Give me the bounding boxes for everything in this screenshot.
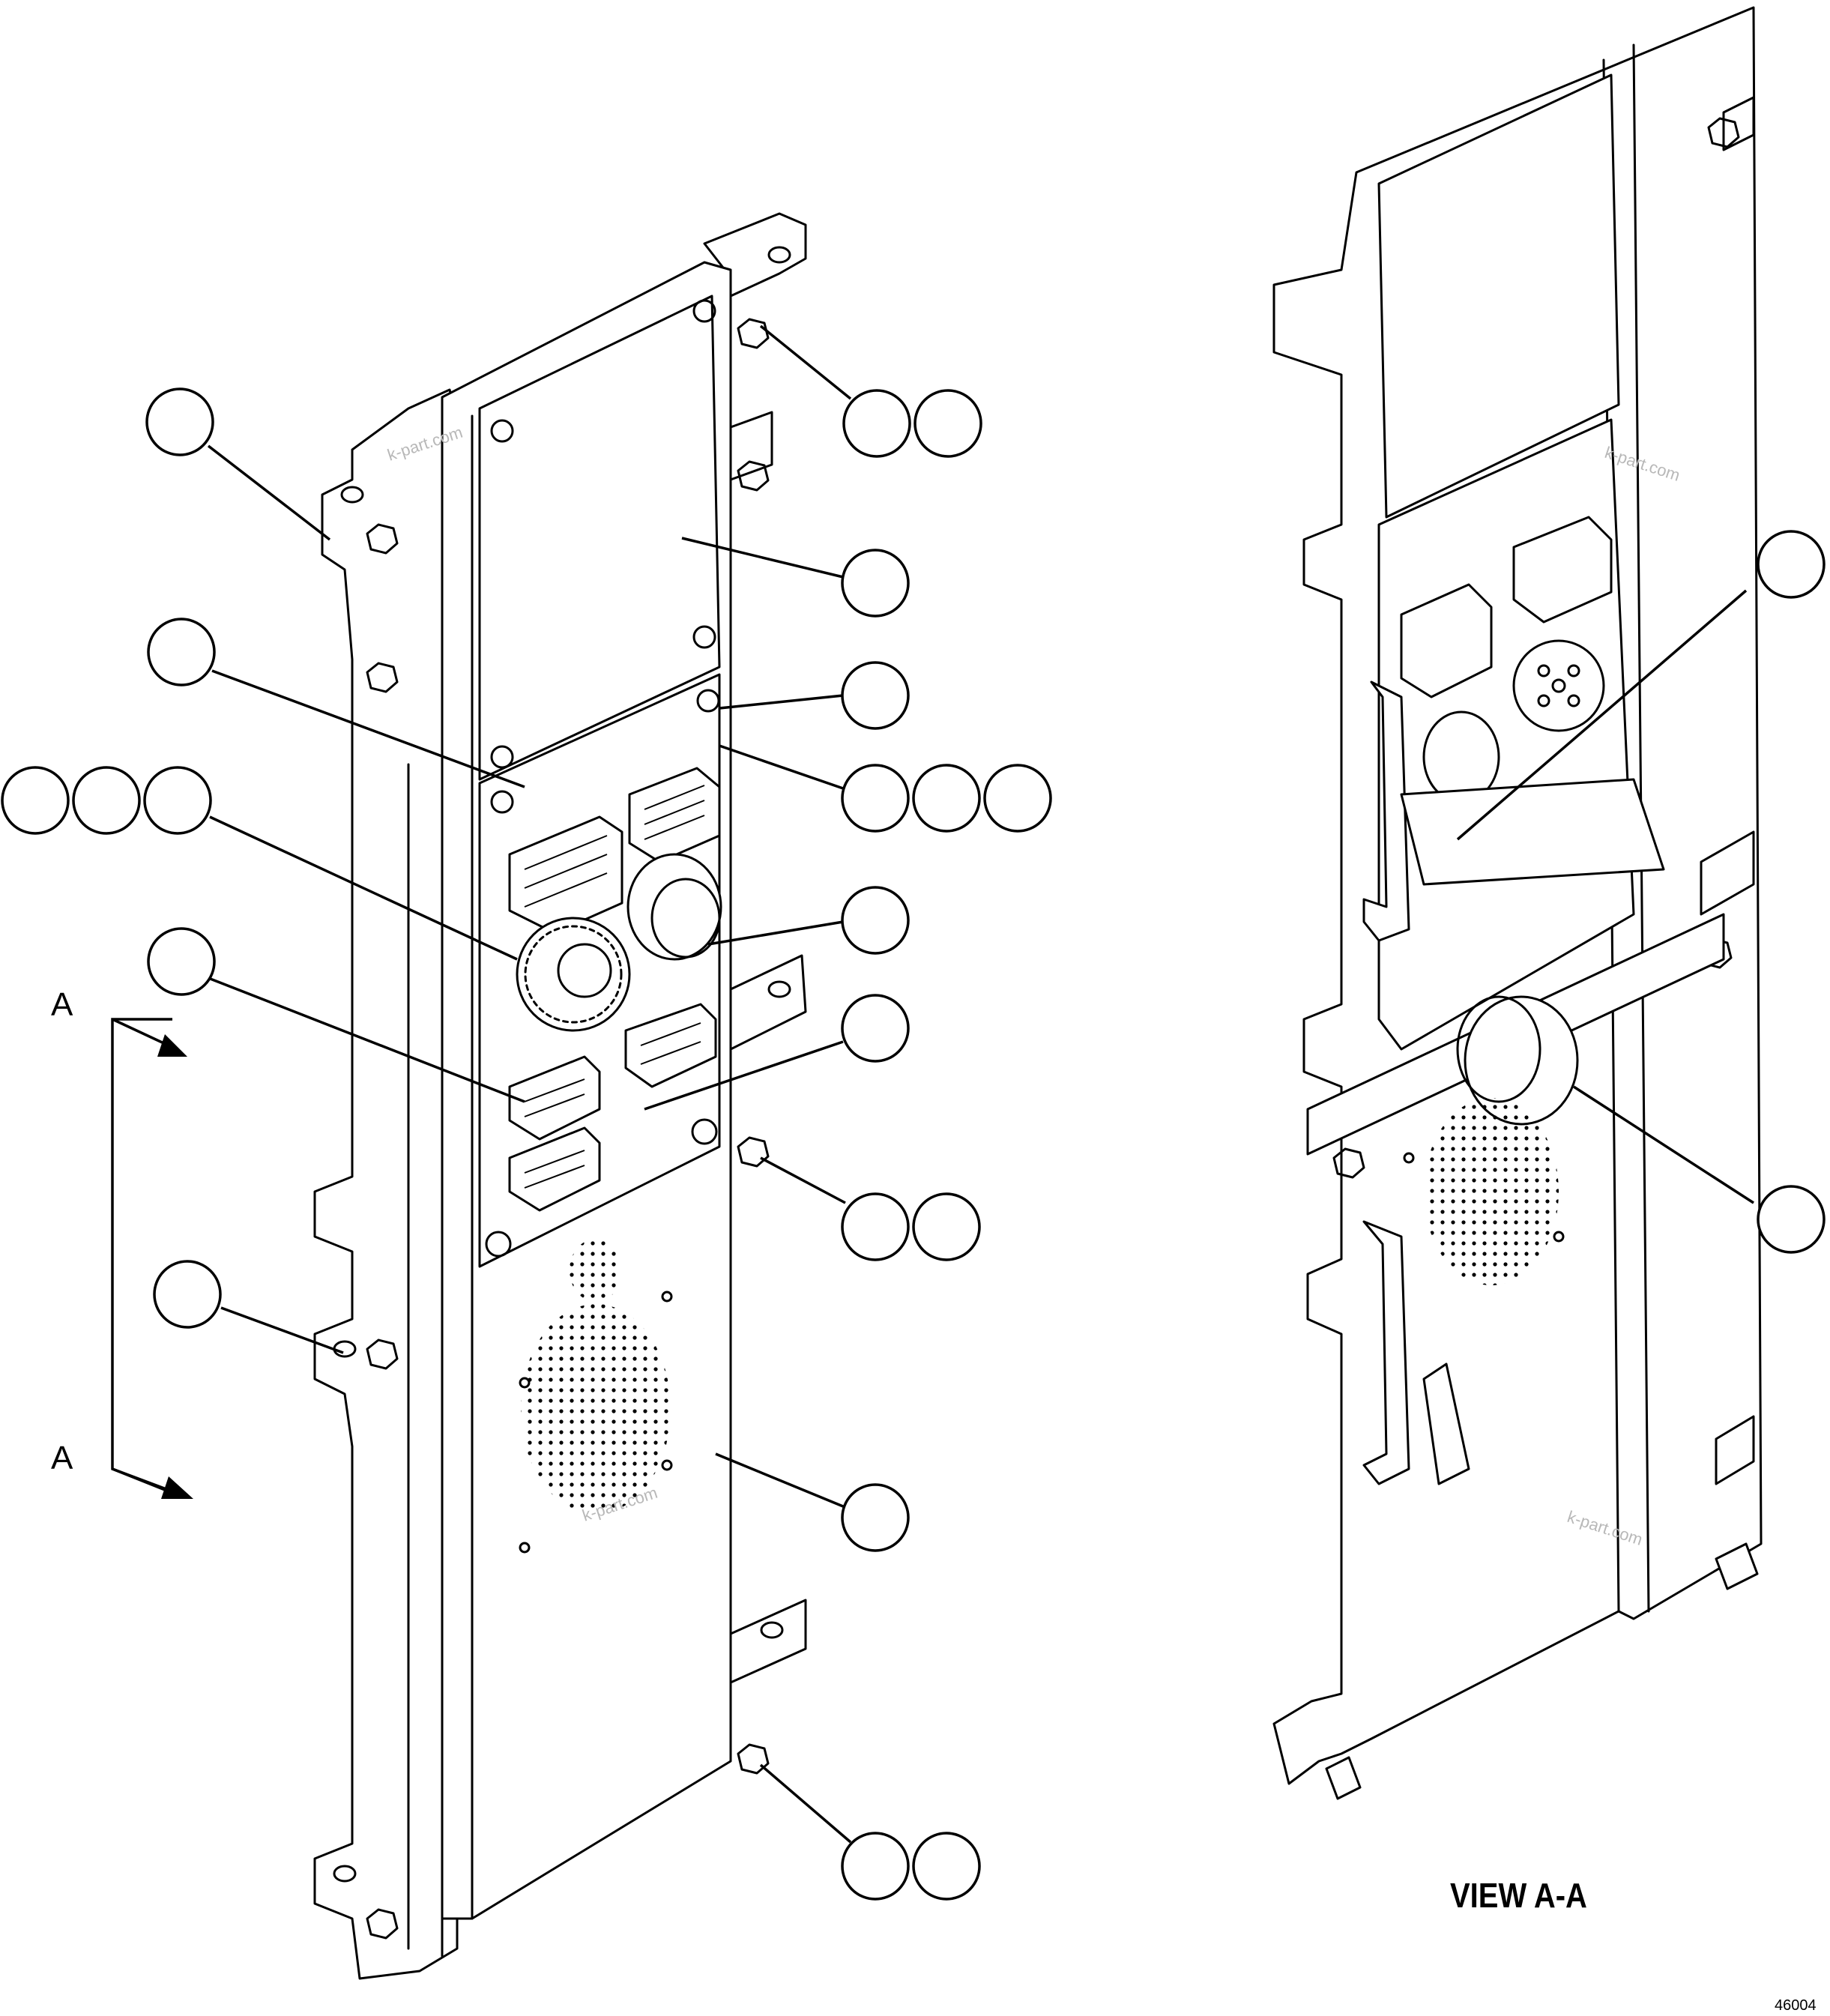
rear-view-assembly [1272,6,1763,1800]
left-mounting-bracket [313,388,459,1980]
d-sub-connector-lower-1 [508,1055,601,1141]
d-sub-connector-lower-2 [508,1126,601,1212]
callout-7 [1,766,70,835]
rear-connector-block [1400,583,1493,698]
callout-2 [759,325,911,458]
rear-relay-box [1512,516,1613,624]
callout-13 [707,886,910,955]
callout-6 [719,661,910,730]
connector-block-upper [628,767,721,863]
right-mid-tab-2 [729,954,807,1051]
connector-block-left [508,815,623,935]
large-speaker-grille [521,1304,671,1514]
callout-14 [147,927,525,1103]
small-speaker-grille [570,1239,622,1302]
d-sub-connector-upper [624,1003,717,1088]
rear-handle-lower [1362,1220,1410,1485]
figure-number: 46004 [1775,1997,1817,2014]
front-panel-assembly [313,212,807,1980]
hex-nuts-left [366,318,770,1940]
callout-1 [145,387,331,541]
section-line [111,1018,193,1499]
circular-connector [626,853,722,961]
callout-22 [1456,530,1826,841]
callout-5 [147,618,525,788]
callout-23 [1573,1085,1826,1254]
section-marker-bottom: A [51,1440,73,1476]
callout-20 [759,1763,910,1901]
callout-17 [912,1192,981,1261]
callout-9 [143,766,518,961]
rear-handle-upper [1362,680,1410,942]
callout-3 [914,389,982,458]
callout-12 [983,764,1052,833]
panel-screws [485,299,720,1258]
callout-bubbles [1,325,1826,1901]
gear-connector [516,917,631,1032]
callout-19 [715,1452,910,1552]
rear-bracket-lower [1422,1362,1470,1485]
section-marker-top: A [51,986,73,1023]
callout-4 [681,537,910,618]
callout-8 [72,766,141,835]
view-label: VIEW A-A [1450,1877,1587,1915]
callout-15 [644,994,910,1111]
callout-21 [912,1832,981,1901]
rear-top-window [1377,73,1620,519]
upper-access-panel [478,295,721,781]
callout-16 [760,1156,910,1261]
callout-18 [153,1260,344,1354]
callout-11 [912,764,981,833]
rear-round-connector [1512,639,1605,732]
rear-speaker-grille [1424,1098,1559,1285]
callout-10 [719,744,910,833]
rear-clip-strip [1400,778,1665,886]
right-lower-tab [729,1599,807,1684]
